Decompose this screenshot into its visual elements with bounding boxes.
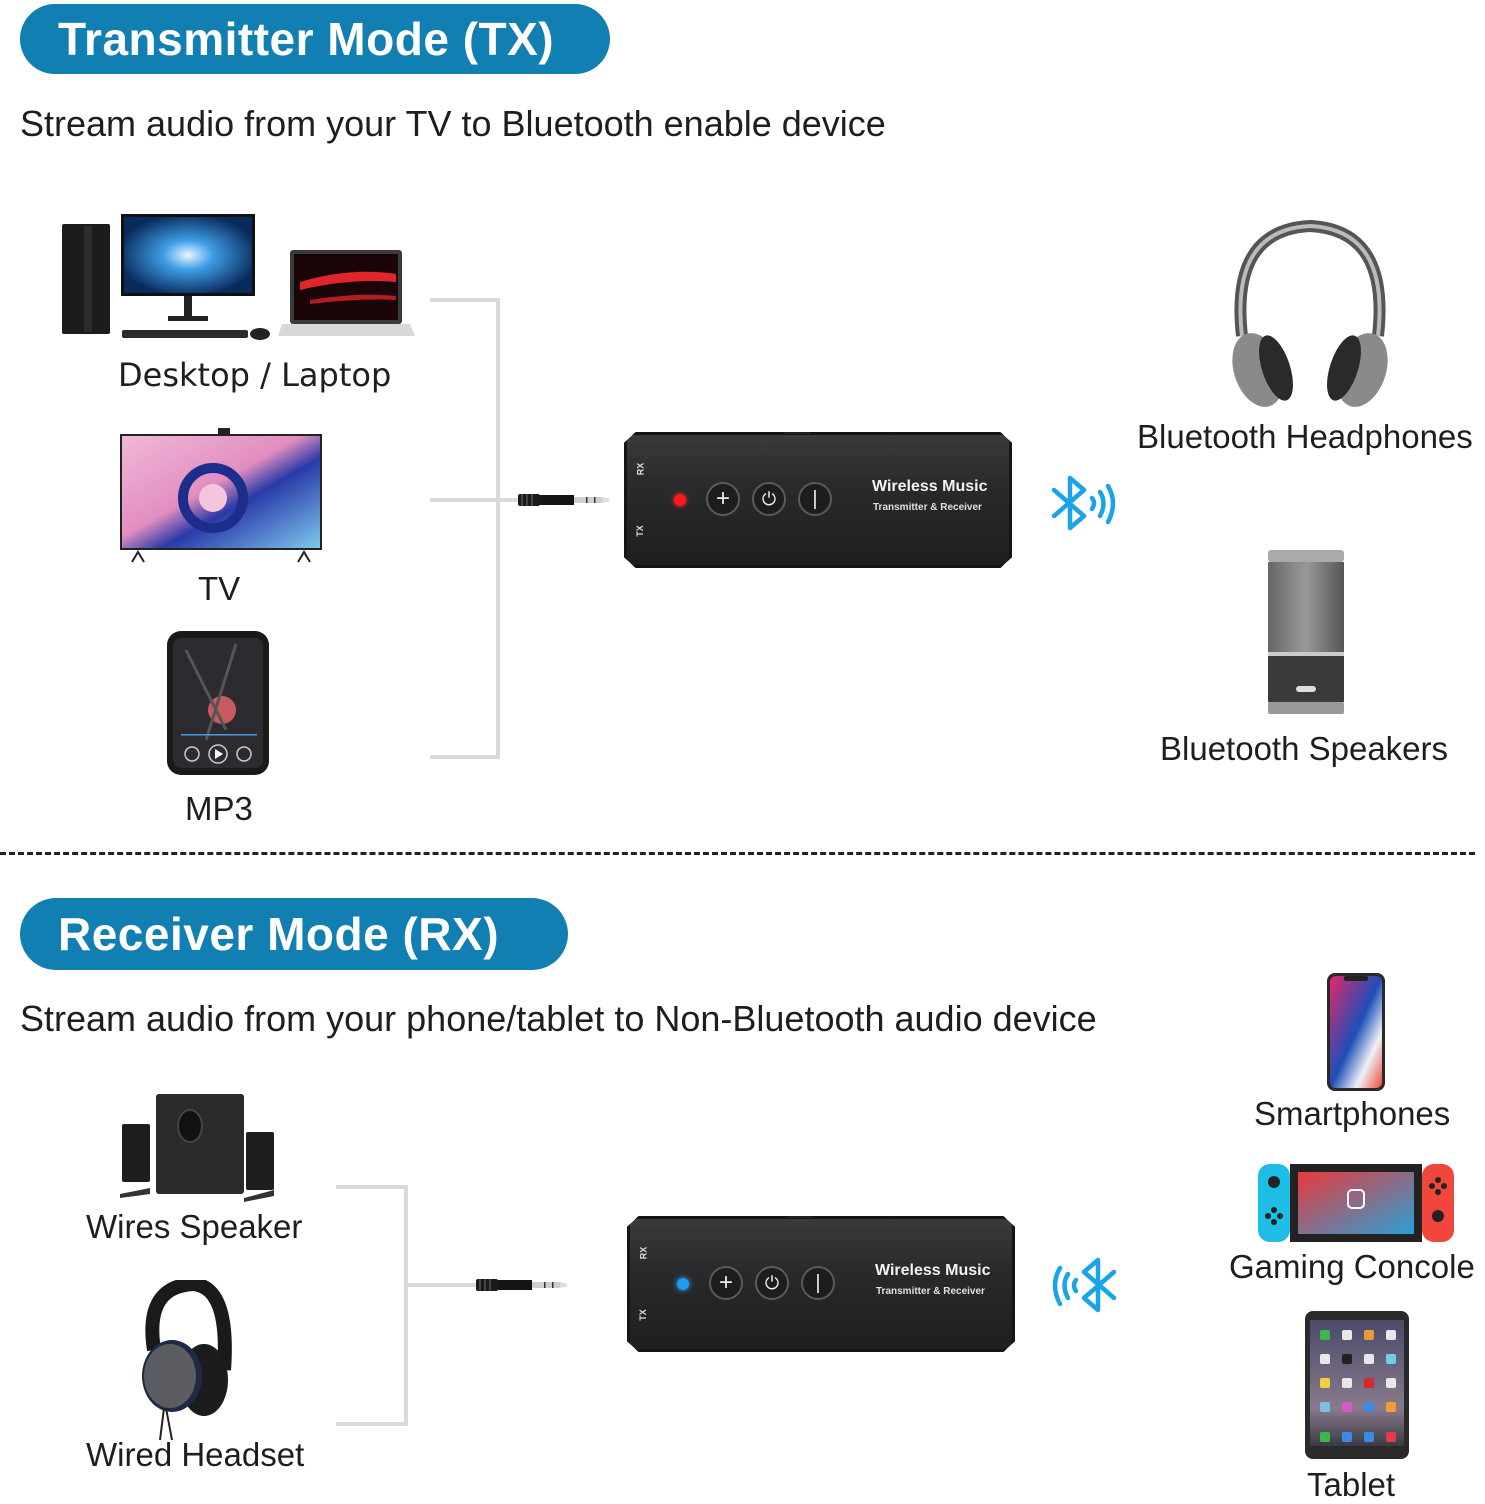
tablet-icon	[1304, 1310, 1410, 1460]
target-label-speakers: Bluetooth Speakers	[1160, 730, 1449, 767]
tx-subtitle: Stream audio from your TV to Bluetooth e…	[20, 103, 886, 144]
mp3-player-icon	[166, 630, 272, 778]
device-rx-label-rx: RX	[638, 1246, 649, 1260]
connector-line-vertical	[496, 298, 500, 758]
game-console-icon	[1256, 1160, 1456, 1246]
audio-jack-icon	[518, 492, 613, 508]
device-brand-sub: Transmitter & Receiver	[873, 502, 982, 513]
rx-mode-title-text: Receiver Mode (RX)	[58, 908, 500, 960]
device-rx-label: RX	[635, 462, 646, 476]
audio-jack-icon-rx	[476, 1277, 571, 1293]
device-top-switch-rx[interactable]	[787, 1216, 813, 1218]
tv-icon	[118, 428, 324, 564]
device-brand-sub-rx: Transmitter & Receiver	[876, 1286, 985, 1297]
output-label-wired-headset: Wired Headset	[86, 1436, 305, 1473]
volume-up-button[interactable]: +	[706, 482, 740, 516]
source-label-tv: TV	[198, 570, 241, 607]
source-label-tablet: Tablet	[1307, 1466, 1396, 1503]
source-label-mp3: MP3	[185, 790, 253, 827]
bluetooth-transmit-icon	[1050, 472, 1120, 534]
tx-mode-title-text: Transmitter Mode (TX)	[58, 13, 555, 65]
connector-line-vertical-rx	[404, 1185, 408, 1426]
device-brand-rx: Wireless Music	[875, 1262, 991, 1279]
connector-line-jack	[404, 1283, 476, 1287]
wired-speaker-icon	[118, 1090, 278, 1202]
headphones-icon	[1220, 219, 1400, 410]
volume-down-button-rx[interactable]: |	[801, 1266, 835, 1300]
volume-up-button-rx[interactable]: +	[709, 1266, 743, 1300]
source-label-desktop-laptop: Desktop / Laptop	[118, 356, 392, 394]
connector-line-headset	[336, 1422, 408, 1426]
power-button[interactable]: ⏻	[752, 482, 786, 516]
rx-device: RX TX + ⏻ | Wireless Music Transmitter &…	[627, 1216, 1015, 1352]
smartphone-icon	[1326, 972, 1386, 1092]
output-label-wires-speaker: Wires Speaker	[86, 1208, 303, 1245]
device-tx-label-rx: TX	[637, 1309, 648, 1321]
device-brand: Wireless Music	[872, 478, 988, 495]
source-label-gaming-console: Gaming Concole	[1229, 1248, 1475, 1285]
connector-line-mp3	[430, 755, 500, 759]
desktop-laptop-icon	[60, 212, 420, 344]
source-label-smartphones: Smartphones	[1254, 1095, 1451, 1132]
power-button-rx[interactable]: ⏻	[755, 1266, 789, 1300]
section-divider	[0, 852, 1475, 855]
wired-headset-icon	[134, 1276, 234, 1442]
rx-subtitle: Stream audio from your phone/tablet to N…	[20, 998, 1097, 1039]
status-led-red	[674, 494, 686, 506]
volume-down-button[interactable]: |	[798, 482, 832, 516]
tx-device: RX TX + ⏻ | Wireless Music Transmitter &…	[624, 432, 1012, 568]
status-led-blue	[677, 1278, 689, 1290]
speaker-icon	[1266, 548, 1346, 716]
device-top-switch[interactable]	[784, 432, 810, 434]
bluetooth-receive-icon	[1048, 1254, 1120, 1316]
connector-line-desktop	[430, 298, 500, 302]
target-label-headphones: Bluetooth Headphones	[1137, 418, 1473, 455]
connector-line-speaker	[336, 1185, 408, 1189]
connector-line-tv	[430, 498, 520, 502]
device-tx-label: TX	[634, 525, 645, 537]
tx-mode-title: Transmitter Mode (TX)	[20, 4, 610, 74]
rx-mode-title: Receiver Mode (RX)	[20, 898, 568, 970]
